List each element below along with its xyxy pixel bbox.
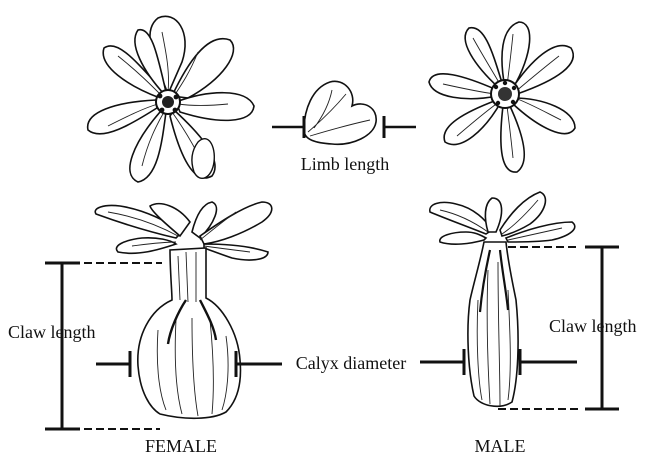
male-claw-length-label: Claw length bbox=[549, 316, 637, 336]
female-claw-length-label: Claw length bbox=[8, 322, 96, 342]
calyx-diameter-label: Calyx diameter bbox=[296, 353, 406, 373]
single-petal-limb bbox=[304, 81, 376, 144]
male-flower-top-view bbox=[429, 22, 575, 172]
female-label: FEMALE bbox=[145, 436, 217, 456]
female-flower-side-view bbox=[95, 202, 272, 418]
limb-length-label: Limb length bbox=[301, 154, 390, 174]
male-flower-side-view bbox=[430, 192, 575, 406]
male-label: MALE bbox=[475, 436, 526, 456]
female-flower-top-view bbox=[88, 16, 254, 182]
